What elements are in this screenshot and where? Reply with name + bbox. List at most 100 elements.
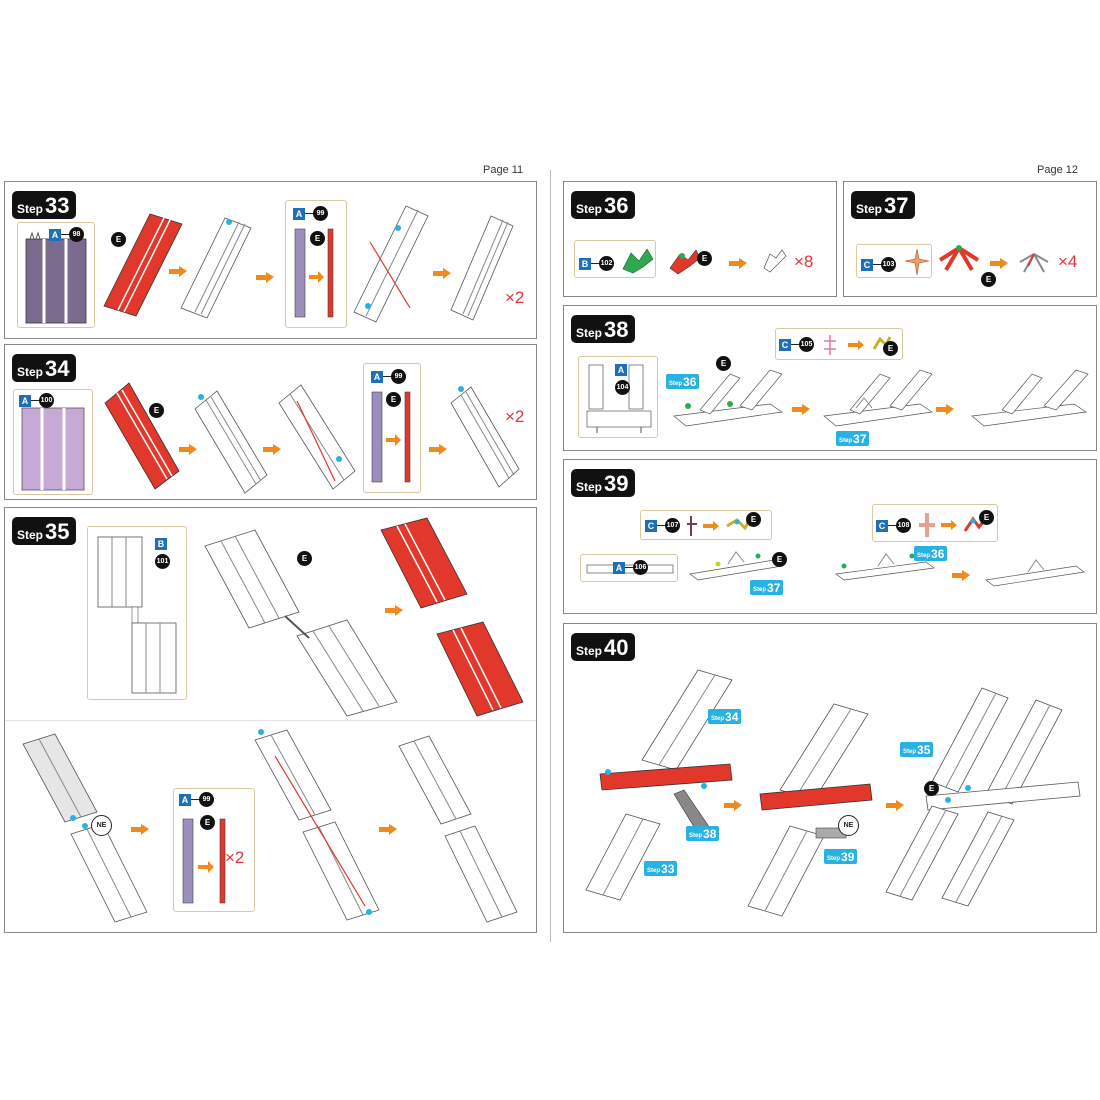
step-39-badge: Step 39 [571, 469, 635, 497]
marker-e: E [772, 552, 787, 567]
page-number-left: Page 11 [483, 164, 524, 176]
part-inset-104 [578, 356, 658, 438]
final-panel-illustration [450, 386, 520, 488]
part-number: 99 [391, 369, 406, 384]
step-word: Step [647, 868, 661, 874]
step-word: Step [827, 856, 841, 862]
marker-e: E [697, 251, 712, 266]
step-word: Step [669, 381, 683, 387]
part-letter: A [179, 793, 191, 806]
step-number: 38 [604, 317, 629, 342]
arrow-icon [429, 444, 447, 455]
red-panel-illustration [104, 382, 180, 490]
step-37-badge: Step 37 [851, 191, 915, 219]
arrow-icon [724, 800, 742, 811]
part-letter: A [371, 370, 383, 383]
part-letter: A [613, 561, 625, 574]
white-panel-part-illustration [97, 536, 177, 694]
part-inset-101 [87, 526, 187, 700]
arrow-icon [169, 266, 187, 277]
part-number: 98 [69, 227, 84, 242]
arrow-icon [952, 570, 970, 581]
sub-divider [5, 720, 536, 721]
part-number: 99 [313, 206, 328, 221]
step-ref-number: 36 [931, 547, 945, 561]
marker-e: E [746, 512, 761, 527]
assembled-panel-illustration [180, 217, 252, 319]
step-number: 34 [45, 356, 70, 381]
step-33-badge: Step 33 [12, 191, 76, 219]
arrow-icon [379, 824, 397, 835]
marker-e: E [883, 341, 898, 356]
part-letter: B [155, 538, 167, 550]
marker-e: E [924, 781, 939, 796]
part-letter: C [779, 338, 791, 351]
beam-with-brackets-illustration [835, 553, 935, 581]
marker-e: E [979, 510, 994, 525]
step-number: 40 [604, 635, 629, 660]
part-letter: B [579, 257, 591, 270]
marker-e: E [149, 403, 164, 418]
step-word: Step [17, 365, 44, 379]
marker-e: E [297, 551, 312, 566]
part-tag-104: A 104 [615, 364, 630, 395]
arrow-icon [886, 800, 904, 811]
part-number: 102 [599, 256, 614, 271]
folded-star-bracket-illustration [1019, 253, 1049, 273]
assembled-double-panel-with-rod-illustration [254, 729, 380, 921]
part-inset-99 [285, 200, 347, 328]
part-letter: A [49, 228, 61, 241]
marker-e: E [111, 232, 126, 247]
final-panel-illustration [450, 215, 514, 321]
part-letter: A [615, 364, 627, 376]
part-number: 104 [615, 380, 630, 395]
red-panel-illustration [103, 213, 183, 317]
step-34-badge: Step 34 [12, 354, 76, 382]
rod-parts-illustration [182, 818, 226, 904]
red-double-panel-illustration [380, 517, 524, 717]
arrow-icon [256, 272, 274, 283]
step-word: Step [17, 202, 44, 216]
part-tag-99: A 99 [371, 369, 406, 384]
final-beam-illustration [985, 559, 1085, 587]
marker-e: E [716, 356, 731, 371]
arrow-icon [131, 824, 149, 835]
step-word: Step [17, 528, 44, 542]
multiplier-label: ×2 [225, 848, 245, 867]
step-number: 33 [45, 193, 70, 218]
beam-part-illustration [586, 564, 674, 574]
orange-star-part-illustration [904, 248, 930, 276]
part-tag-101: B 101 [155, 538, 170, 569]
ne-marker: NE [91, 815, 112, 836]
step-35-panel: Step 35 B 101 E NE [4, 507, 537, 933]
part-number: 107 [665, 518, 680, 533]
marker-e: E [200, 815, 215, 830]
step-40-badge: Step 40 [571, 633, 635, 661]
step-ref-number: 33 [661, 862, 675, 876]
frame-assembly-illustration [673, 369, 783, 427]
step-ref-number: 34 [725, 710, 739, 724]
rod-parts-illustration [294, 228, 334, 318]
part-tag-98: A 98 [49, 227, 84, 242]
frame-with-brackets-illustration [823, 369, 933, 427]
step-36-badge: Step 36 [571, 191, 635, 219]
